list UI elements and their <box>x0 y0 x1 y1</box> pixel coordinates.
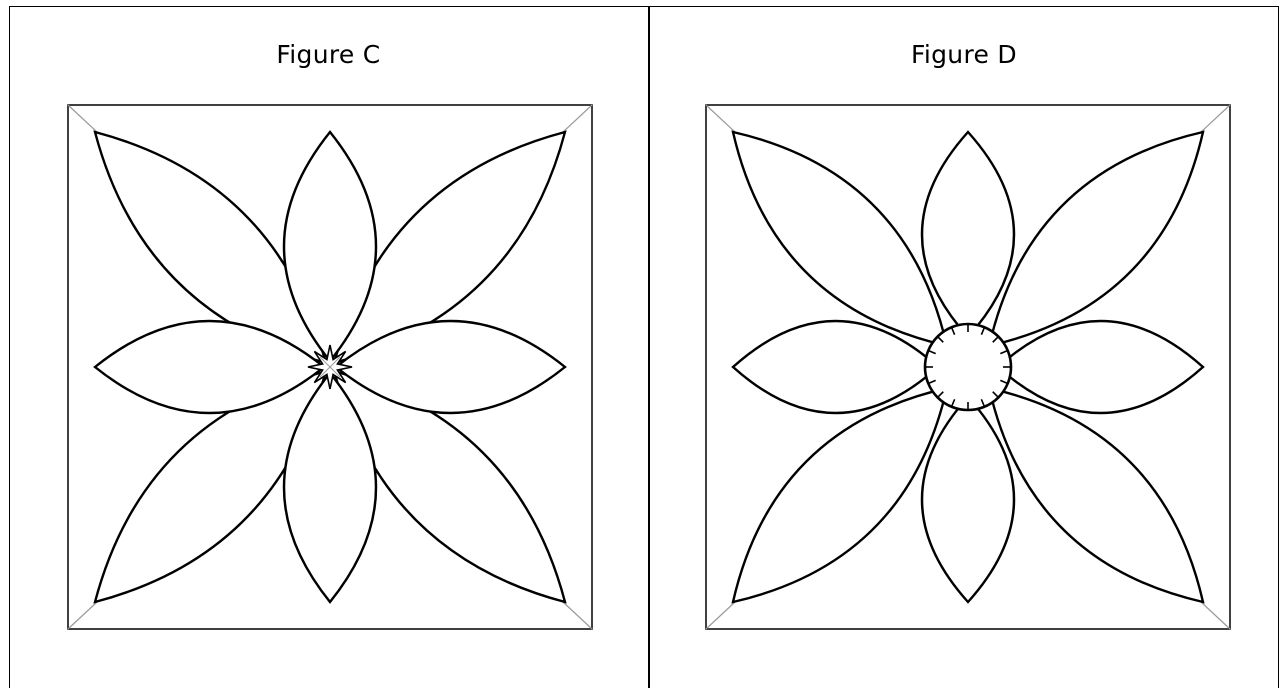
diagonal-petal <box>93 369 328 604</box>
corner-diagonal <box>1200 601 1231 630</box>
center-tick <box>950 399 956 408</box>
panel-divider <box>648 6 650 688</box>
corner-diagonal <box>705 601 736 630</box>
figure-d-title: Figure D <box>911 40 1017 69</box>
center-tick <box>1000 379 1009 385</box>
diagonal-petal <box>93 130 328 365</box>
diagonal-petal <box>987 130 1205 348</box>
center-tick <box>980 399 986 408</box>
axial-petal <box>93 319 326 415</box>
center-cross <box>319 356 341 378</box>
block-border <box>67 104 593 630</box>
corner-diagonal <box>562 601 593 630</box>
center-tick <box>927 379 936 385</box>
corner-diagonal <box>705 104 736 133</box>
center-tick <box>992 391 999 398</box>
figure-d-panel: Figure D <box>649 6 1279 688</box>
corner-diagonal <box>562 104 593 133</box>
axial-petal <box>920 395 1016 604</box>
center-tick <box>1000 349 1009 355</box>
center-tick <box>937 336 944 343</box>
figure-c-diagram <box>67 104 593 630</box>
axial-petal <box>282 130 378 363</box>
figure-d-diagram <box>705 104 1231 630</box>
diagonal-petal <box>332 369 567 604</box>
axial-petal <box>731 319 940 415</box>
axial-petal <box>282 371 378 604</box>
corner-diagonal <box>67 601 98 630</box>
figure-c-panel: Figure C <box>9 6 648 688</box>
center-tick <box>980 326 986 335</box>
diagonal-petal <box>731 130 949 348</box>
center-tick <box>937 391 944 398</box>
center-tick <box>992 336 999 343</box>
corner-diagonal <box>1200 104 1231 133</box>
axial-petal <box>334 319 567 415</box>
block-border <box>705 104 1231 630</box>
corner-diagonal <box>67 104 98 133</box>
diagonal-petal <box>987 386 1205 604</box>
axial-petal <box>996 319 1205 415</box>
diagonal-petal <box>332 130 567 365</box>
outer-frame <box>9 6 1279 688</box>
center-tick <box>927 349 936 355</box>
diagonal-petal <box>731 386 949 604</box>
center-tick <box>950 326 956 335</box>
figure-c-title: Figure C <box>276 40 381 69</box>
axial-petal <box>920 130 1016 339</box>
